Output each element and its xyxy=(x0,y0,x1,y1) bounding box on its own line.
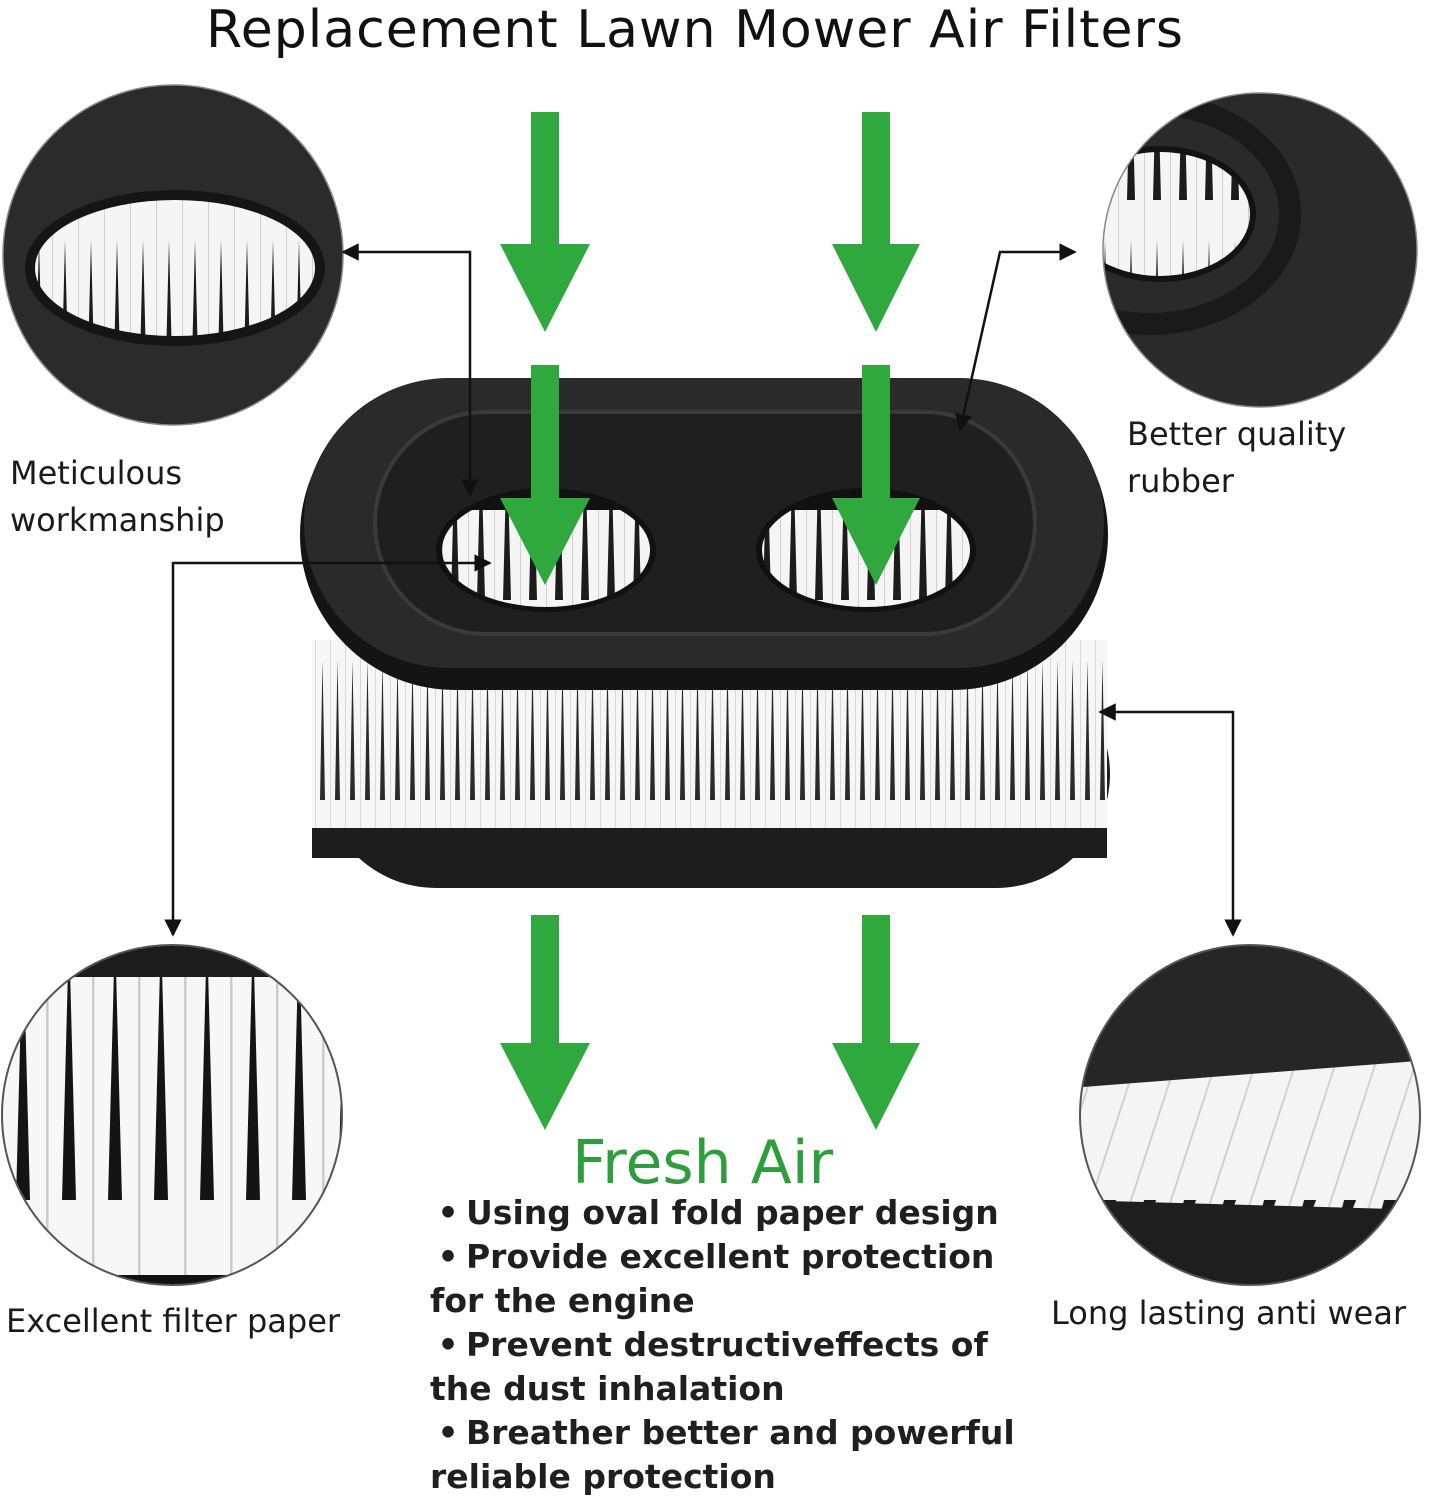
green-arrow-icon xyxy=(832,365,920,585)
leader-rubber xyxy=(954,243,1077,432)
detail-circle-rubber xyxy=(1102,92,1418,408)
callout-better-quality-rubber: Better quality rubber xyxy=(1127,411,1346,505)
feature-item-continuation: the dust inhalation xyxy=(430,1369,785,1408)
detail-circle-paper xyxy=(1,944,343,1286)
callout-excellent-filter-paper: Excellent filter paper xyxy=(6,1302,341,1340)
green-arrow-icon xyxy=(832,915,920,1130)
bullet-icon: • xyxy=(437,1193,459,1232)
green-arrow-icon xyxy=(832,112,920,332)
callout-meticulous-workmanship: Meticulous workmanship xyxy=(10,450,225,544)
callout-line: Better quality xyxy=(1127,415,1347,453)
feature-item: •Provide excellent protection xyxy=(430,1235,1015,1279)
feature-item: •Using oval fold paper design xyxy=(430,1191,1015,1235)
bullet-icon: • xyxy=(437,1413,459,1452)
bullet-icon: • xyxy=(437,1237,459,1276)
green-arrow-icon xyxy=(500,365,590,585)
page-title: Replacement Lawn Mower Air Filters xyxy=(206,0,1184,60)
callout-line: rubber xyxy=(1127,462,1234,500)
fresh-air-heading: Fresh Air xyxy=(572,1128,834,1198)
leader-lines xyxy=(164,243,1242,937)
green-arrow-icon xyxy=(500,112,590,332)
air-filter-main xyxy=(300,378,1110,888)
leader-wear xyxy=(1098,703,1242,937)
detail-circle-wear xyxy=(1079,944,1421,1286)
callout-line: workmanship xyxy=(10,501,225,539)
callout-line: Meticulous xyxy=(10,454,183,492)
feature-item: •Prevent destructiveffects of xyxy=(430,1323,1015,1367)
feature-item: •Breather better and powerful xyxy=(430,1411,1014,1455)
leader-workmanship xyxy=(341,243,479,497)
feature-list: •Using oval fold paper design •Provide e… xyxy=(430,1191,1015,1499)
feature-item-continuation: reliable protection xyxy=(430,1457,776,1496)
detail-circle-workmanship xyxy=(2,84,344,426)
feature-item-continuation: for the engine xyxy=(430,1281,695,1320)
callout-long-lasting-anti-wear: Long lasting anti wear xyxy=(1051,1294,1407,1332)
leader-paper xyxy=(164,554,492,937)
green-arrow-icon xyxy=(500,915,590,1130)
airflow-arrows xyxy=(500,112,920,1130)
bullet-icon: • xyxy=(437,1325,459,1364)
